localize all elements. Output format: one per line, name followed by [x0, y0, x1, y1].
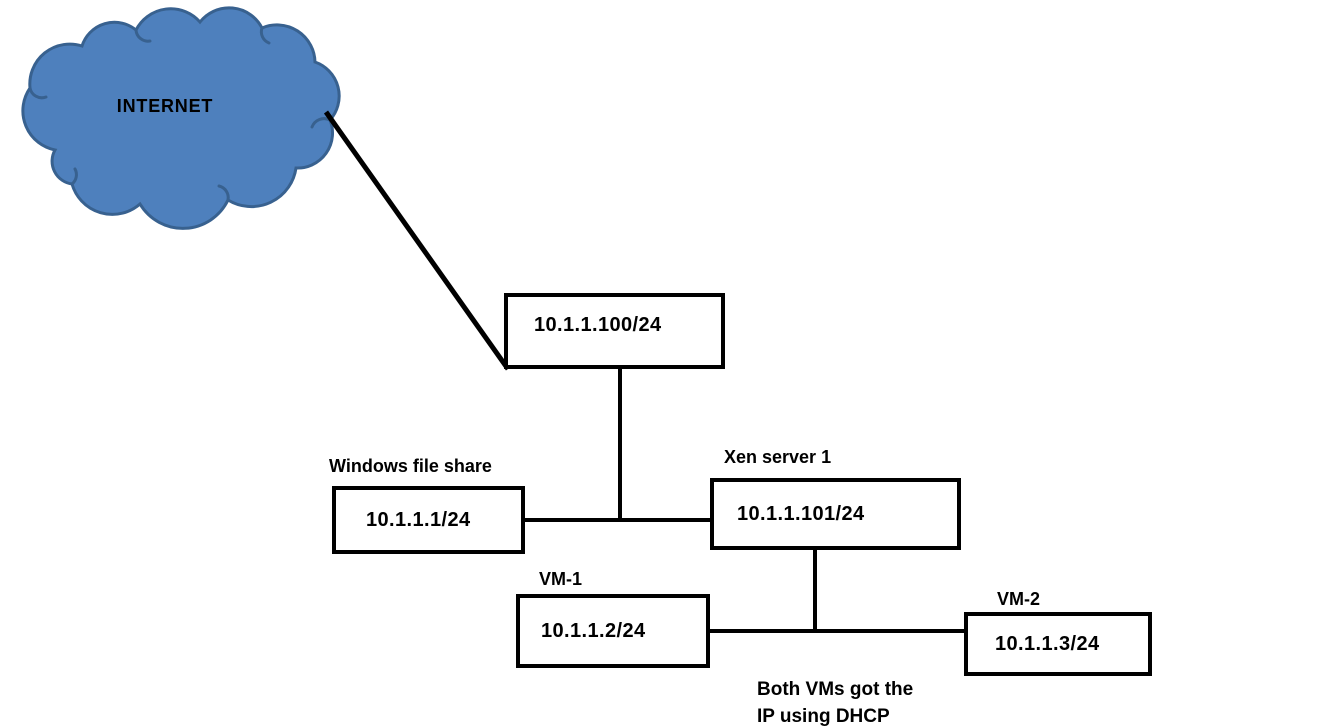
- node-file-share-label: Windows file share: [329, 456, 492, 476]
- node-vm2-label: VM-2: [997, 589, 1041, 609]
- internet-cloud-icon: [21, 6, 341, 230]
- cloud-curl: [28, 86, 48, 100]
- node-gateway-ip: 10.1.1.100/24: [534, 313, 662, 336]
- node-file-share: 10.1.1.1/24: [332, 486, 525, 554]
- cloud-curl: [134, 28, 152, 43]
- cloud-curl: [259, 26, 271, 45]
- node-vm2: 10.1.1.3/24: [964, 612, 1152, 676]
- node-vm2-ip: 10.1.1.3/24: [995, 632, 1100, 655]
- internet-cloud-label: INTERNET: [116, 96, 214, 116]
- dhcp-caption-line2: IP using DHCP: [757, 706, 890, 727]
- node-vm1: 10.1.1.2/24: [516, 594, 710, 668]
- node-xen-server-ip: 10.1.1.101/24: [737, 502, 865, 525]
- dhcp-caption-line1: Both VMs got the: [757, 679, 914, 700]
- dhcp-caption: Both VMs got the IP using DHCP: [757, 676, 913, 727]
- node-xen-server-label: Xen server 1: [724, 447, 832, 467]
- node-xen-server: 10.1.1.101/24: [710, 478, 961, 550]
- node-file-share-ip: 10.1.1.1/24: [366, 508, 471, 531]
- wire-internet-to-gateway: [323, 110, 511, 371]
- cloud-shape: [21, 6, 341, 230]
- node-vm1-label: VM-1: [539, 569, 583, 589]
- cloud-curl: [217, 184, 230, 202]
- node-vm1-ip: 10.1.1.2/24: [541, 619, 646, 642]
- cloud-curl: [70, 167, 78, 186]
- node-gateway: 10.1.1.100/24: [504, 293, 725, 369]
